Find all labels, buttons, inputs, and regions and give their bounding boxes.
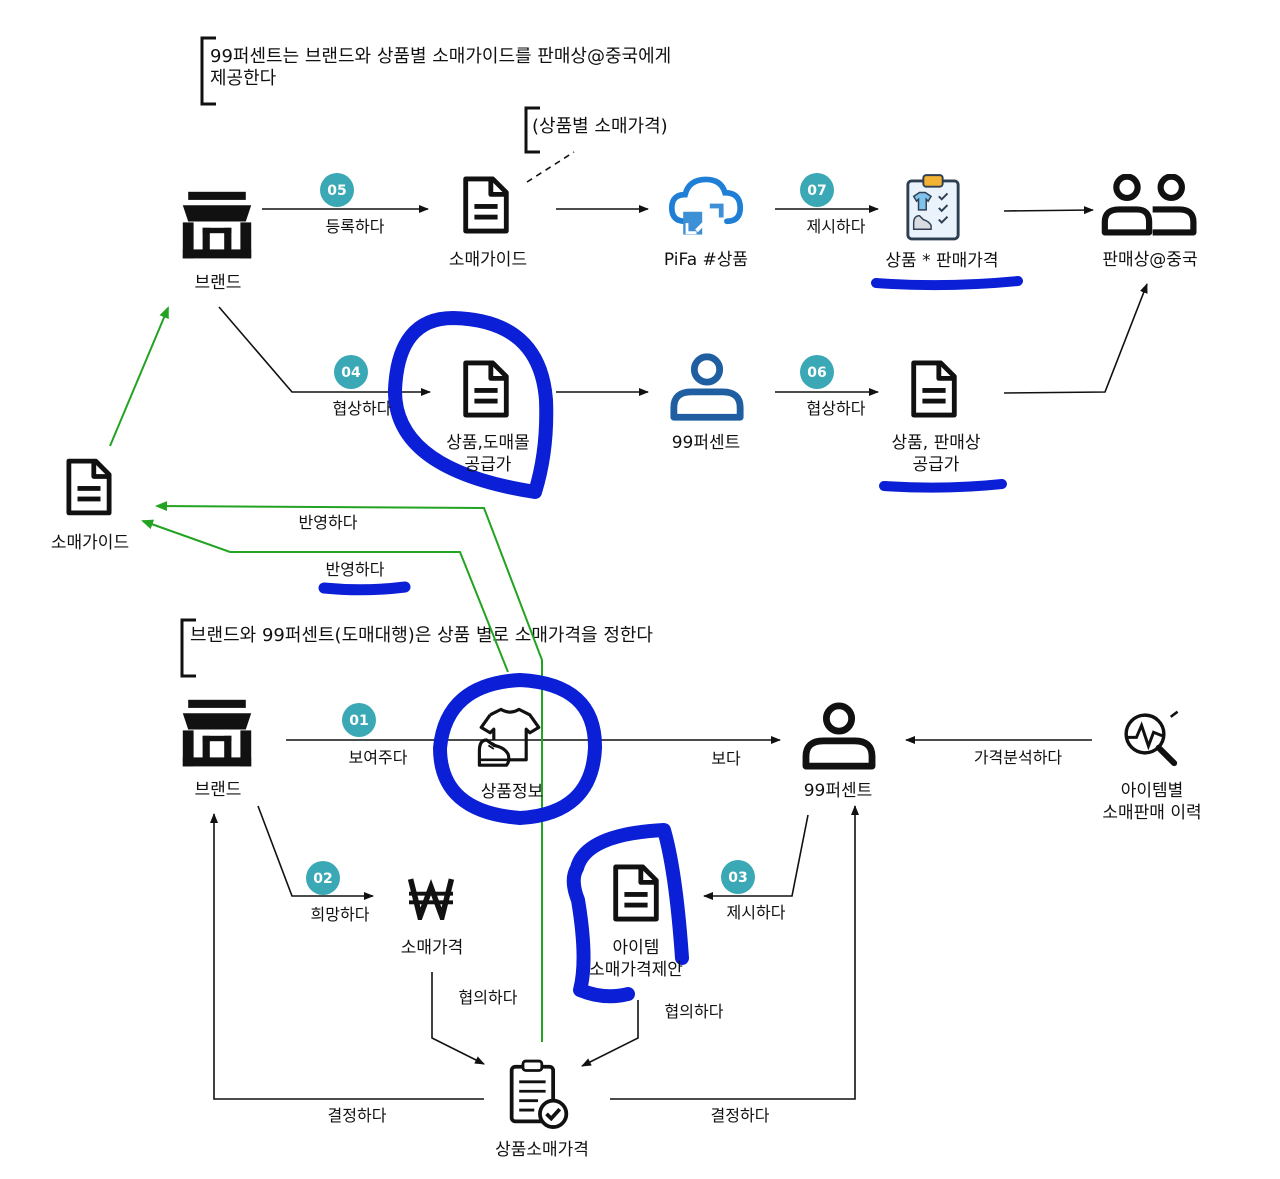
retail-guide-left-label: 소매가이드 <box>51 533 129 553</box>
product-wholesale-label-1: 상품,도매몰 <box>446 433 530 453</box>
edge-present-03-label: 제시하다 <box>727 903 786 922</box>
edge-negotiate-04-label: 협상하다 <box>333 399 392 418</box>
step-badge-01: 01 <box>342 703 376 737</box>
price-sub-note-text: (상품별 소매가격) <box>532 116 668 137</box>
connectors <box>210 205 1148 1100</box>
edge-price-analysis-label: 가격분석하다 <box>974 748 1063 767</box>
product-seller-label-1: 상품, 판매상 <box>891 433 980 453</box>
document-icon <box>69 461 109 513</box>
item-history-label-1: 아이템별 <box>1121 781 1184 801</box>
item-history-label-2: 소매판매 이력 <box>1102 803 1201 823</box>
person-icon <box>806 706 872 766</box>
edge-reflect-2-label: 반영하다 <box>326 560 385 579</box>
highlight-strokes <box>318 276 1023 1004</box>
product-retail-price-label: 상품소매가격 <box>495 1140 589 1160</box>
svg-text:06: 06 <box>807 365 826 381</box>
step-badge-05: 05 <box>320 173 354 207</box>
cloud-share-icon <box>672 179 740 234</box>
chart-magnifier-icon <box>1126 712 1177 763</box>
won-sign-icon <box>409 879 453 917</box>
svg-text:07: 07 <box>807 183 826 199</box>
retail-price-label: 소매가격 <box>401 938 464 958</box>
product-wholesale-label-2: 공급가 <box>465 455 512 475</box>
person-icon <box>674 357 740 417</box>
clipboard-clothes-icon <box>906 173 960 241</box>
edge-reflect-1-label: 반영하다 <box>299 513 358 532</box>
edge-decide-right-label: 결정하다 <box>711 1106 770 1125</box>
shirt-shoe-icon <box>477 707 541 767</box>
pifa-label: PiFa #상품 <box>664 250 748 270</box>
mid-note: 브랜드와 99퍼센트(도매대행)은 상품 별로 소매가격을 정한다 <box>180 618 653 678</box>
percent99-bottom-label: 99퍼센트 <box>804 781 873 801</box>
edge-labels: 등록하다 제시하다 협상하다 협상하다 반영하다 반영하다 보여주다 보다 가격… <box>299 217 1063 1125</box>
edge-show-label: 보여주다 <box>349 748 408 767</box>
edge-see-label: 보다 <box>711 749 741 768</box>
clipboard-check-icon <box>509 1059 569 1130</box>
seller-china-label: 판매상@중국 <box>1102 250 1197 270</box>
edge-present-top-label: 제시하다 <box>807 217 866 236</box>
percent99-mid-label: 99퍼센트 <box>672 433 741 453</box>
step-badge-06: 06 <box>800 355 834 389</box>
document-icon <box>616 867 657 919</box>
item-proposal-label-1: 아이템 <box>613 938 660 958</box>
node-labels: 브랜드 소매가이드 PiFa #상품 상품 * 판매가격 판매상@중국 상품,도… <box>51 250 1202 1160</box>
edge-desire-label: 희망하다 <box>311 905 370 924</box>
svg-text:01: 01 <box>349 713 368 729</box>
item-proposal-label-2: 소매가격제안 <box>589 960 683 980</box>
document-icon <box>914 363 955 415</box>
mid-note-text: 브랜드와 99퍼센트(도매대행)은 상품 별로 소매가격을 정한다 <box>190 625 653 646</box>
product-sale-price-label: 상품 * 판매가격 <box>885 251 998 271</box>
edge-consult-right-label: 협의하다 <box>665 1002 724 1021</box>
step-badge-03: 03 <box>721 860 755 894</box>
svg-text:02: 02 <box>313 871 332 887</box>
edge-negotiate-06-label: 협상하다 <box>807 399 866 418</box>
top-note-line2: 제공한다 <box>210 68 277 89</box>
edge-decide-left-label: 결정하다 <box>328 1106 387 1125</box>
svg-text:05: 05 <box>327 183 346 199</box>
step-badge-04: 04 <box>334 355 368 389</box>
edge-consult-left-label: 협의하다 <box>459 988 518 1007</box>
price-sub-note: (상품별 소매가격) <box>524 106 668 183</box>
product-seller-label-2: 공급가 <box>913 455 960 475</box>
step-badge-07: 07 <box>800 173 834 207</box>
step-badge-02: 02 <box>306 861 340 895</box>
top-note-line1: 99퍼센트는 브랜드와 상품별 소매가이드를 판매상@중국에게 <box>210 46 671 67</box>
step-badges: 05 07 04 06 01 02 03 <box>306 173 834 895</box>
people-group-icon <box>1105 177 1194 233</box>
storefront-icon <box>182 191 252 259</box>
edge-register-label: 등록하다 <box>326 217 385 236</box>
svg-text:03: 03 <box>728 870 747 886</box>
brand-top-label: 브랜드 <box>195 273 242 293</box>
product-info-label: 상품정보 <box>481 782 544 802</box>
top-note: 99퍼센트는 브랜드와 상품별 소매가이드를 판매상@중국에게 제공한다 <box>200 36 671 106</box>
svg-text:04: 04 <box>341 365 361 381</box>
storefront-icon <box>182 699 252 767</box>
feedback-lines <box>109 306 543 1042</box>
retail-guide-top-label: 소매가이드 <box>449 250 527 270</box>
document-icon <box>466 363 507 415</box>
brand-bottom-label: 브랜드 <box>195 780 242 800</box>
document-icon <box>466 179 507 231</box>
